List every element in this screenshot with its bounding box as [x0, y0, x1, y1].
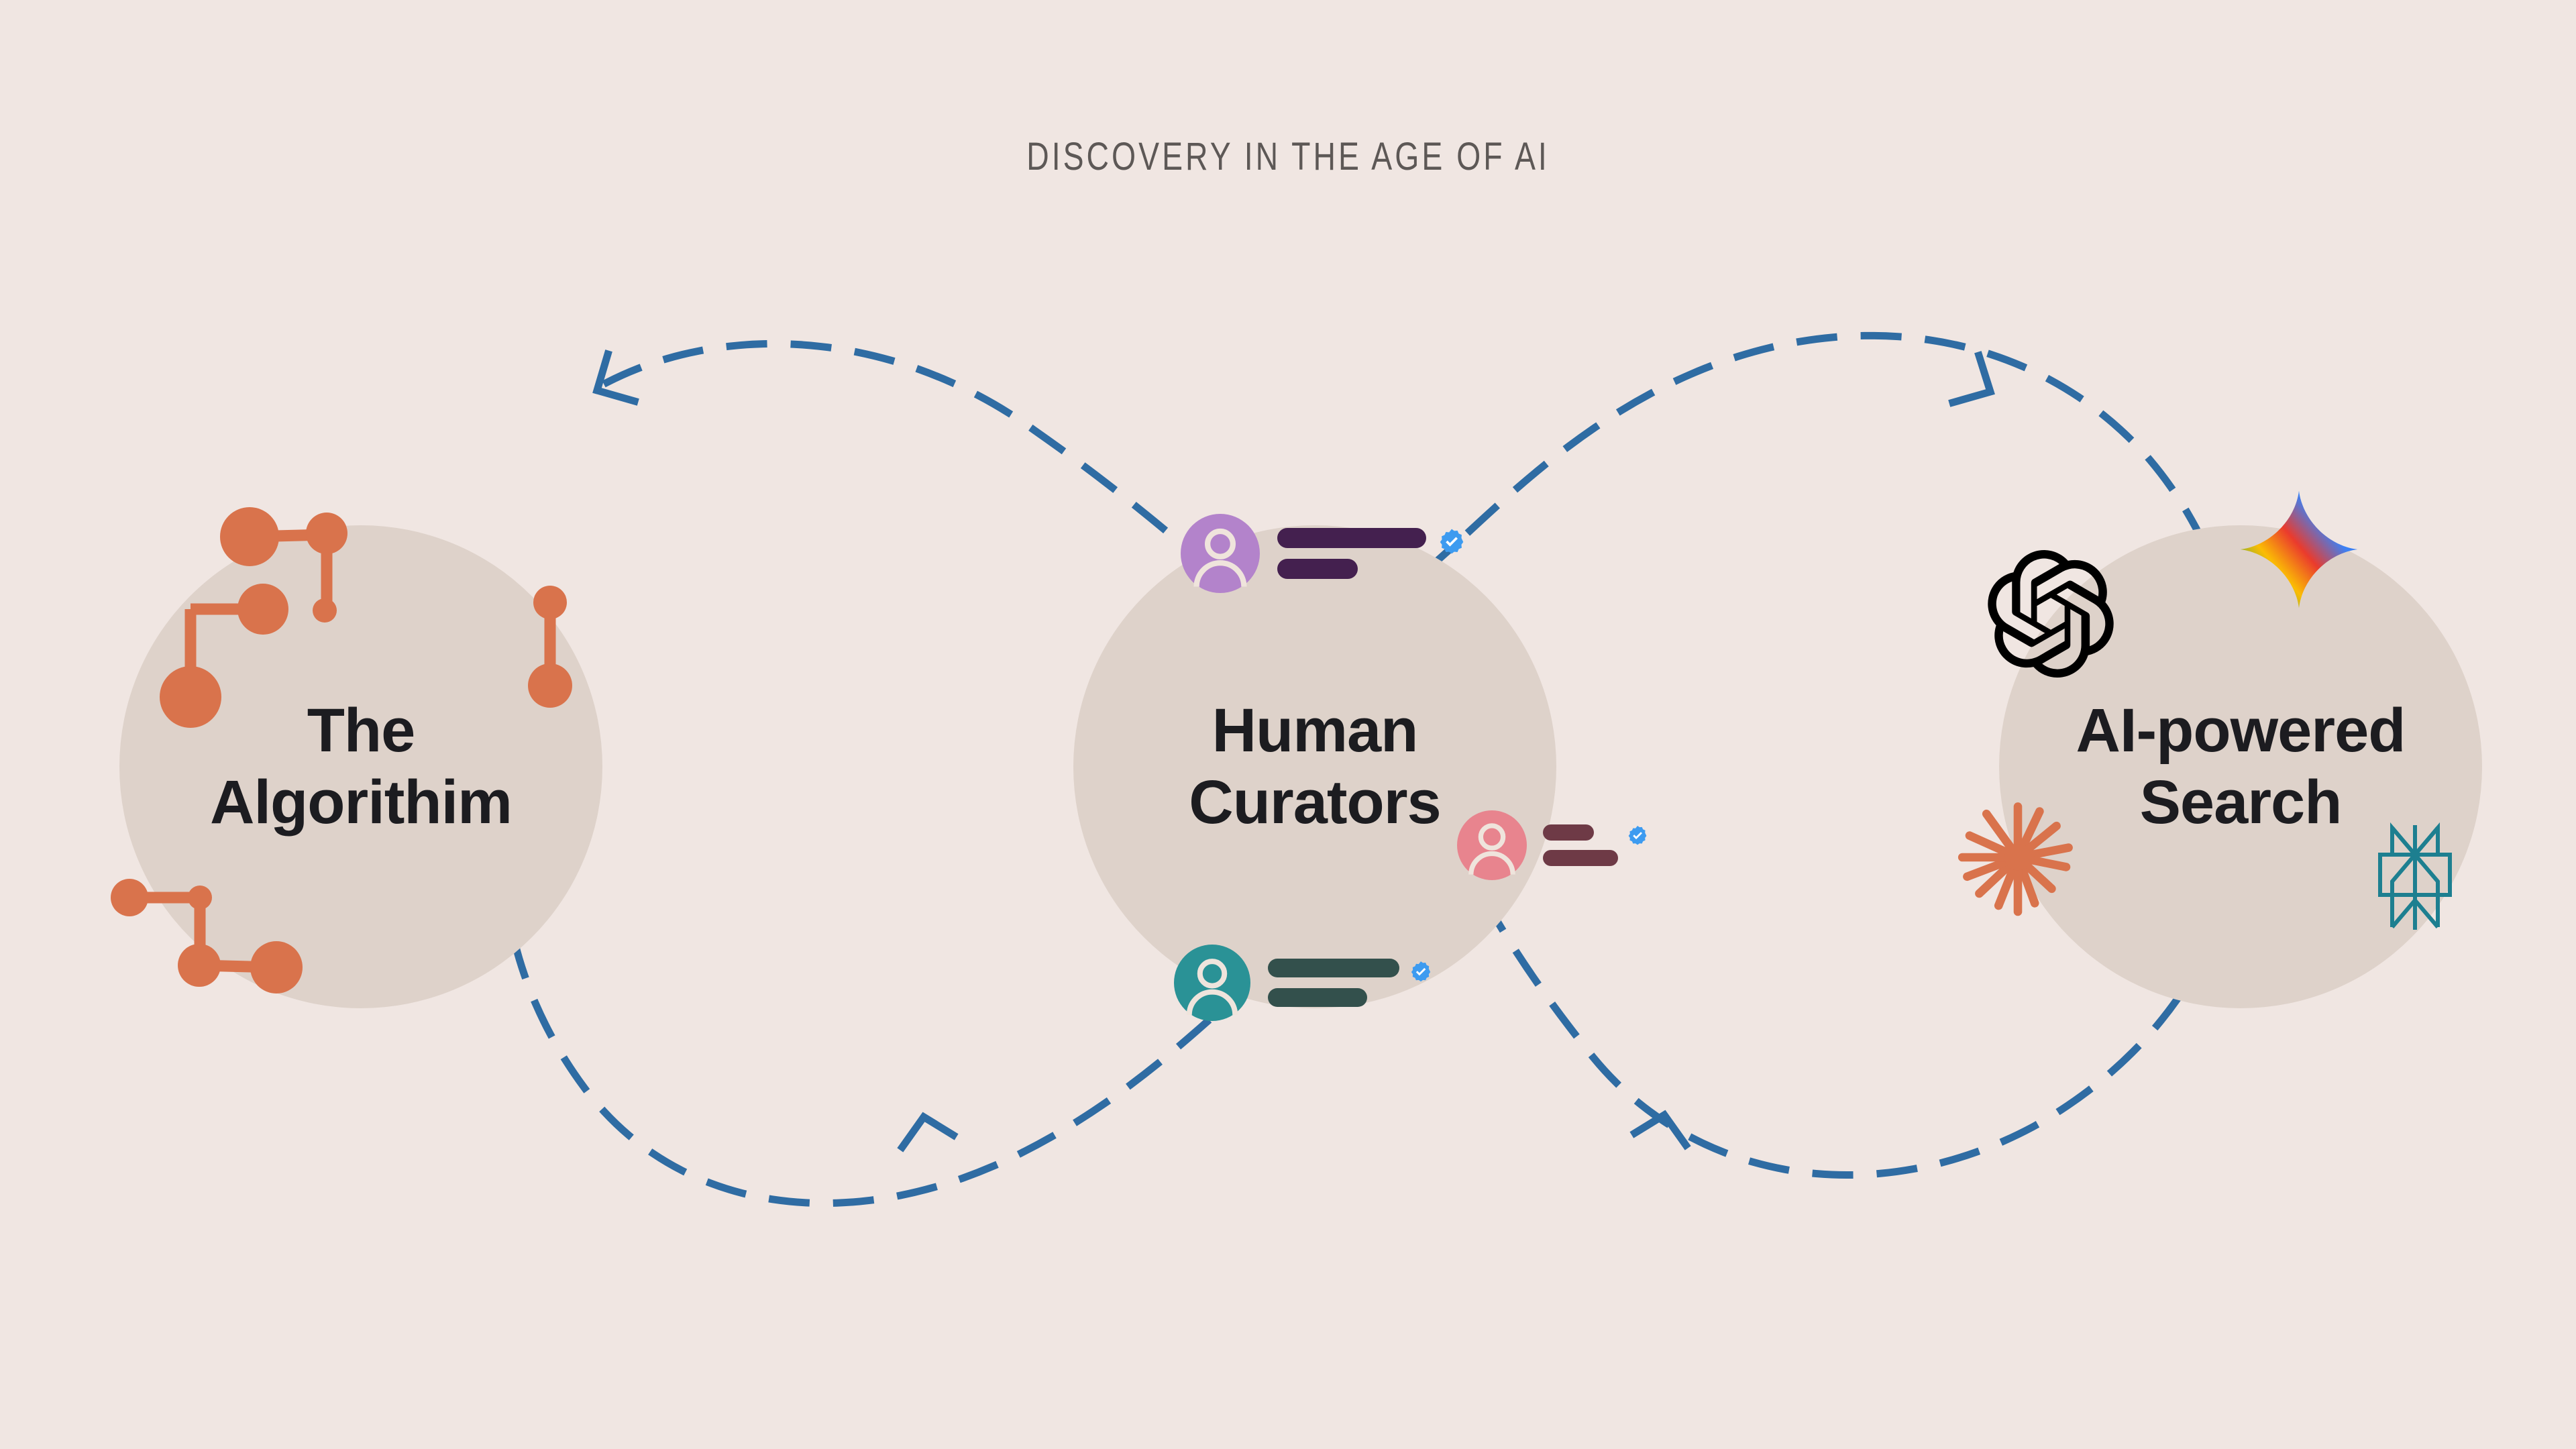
graph-node	[188, 885, 212, 910]
graph-node	[533, 586, 567, 619]
graph-node	[528, 663, 572, 708]
text-bar	[1268, 988, 1367, 1007]
starburst-icon	[1957, 802, 2073, 916]
graph-node	[111, 879, 148, 916]
text-bar	[1277, 528, 1426, 548]
graph-node	[220, 507, 279, 566]
text-bar	[1543, 824, 1594, 841]
graph-node	[306, 513, 347, 554]
gemini-sparkle-icon	[2240, 490, 2358, 608]
person-icon	[1468, 823, 1515, 875]
connector-arc-2-bottom	[1491, 877, 2235, 1179]
avatar	[1457, 810, 1527, 880]
avatar	[1181, 514, 1260, 593]
person-icon	[1186, 959, 1238, 1016]
text-bar	[1543, 850, 1618, 866]
node-ai-search[interactable]: AI-powered Search	[1999, 525, 2482, 1008]
node-curators-label: Human Curators	[1189, 696, 1441, 837]
arrowhead-3	[1948, 351, 1995, 407]
verified-badge-icon	[1411, 961, 1431, 982]
curator-chip-purple[interactable]	[1181, 514, 1466, 593]
connector-arc-2-top	[1417, 331, 2239, 642]
graph-node	[160, 666, 221, 728]
node-curators[interactable]: Human Curators	[1073, 525, 1556, 1008]
arrowhead-1	[592, 350, 639, 406]
arrowhead-2	[897, 1112, 959, 1152]
text-bar	[1268, 959, 1399, 977]
verified-badge-icon	[1628, 825, 1647, 845]
connector-arc-1-bottom	[502, 888, 1260, 1208]
text-bar	[1277, 559, 1358, 579]
graph-node	[250, 941, 303, 994]
verified-badge-icon	[1440, 529, 1464, 554]
person-icon	[1193, 528, 1247, 587]
page-title: DISCOVERY IN THE AGE OF AI	[1026, 135, 1550, 178]
node-algorithm-label: The Algorithim	[210, 696, 513, 837]
arrowhead-4	[1629, 1110, 1691, 1150]
geometric-mark-icon	[2378, 822, 2452, 930]
openai-logo-icon	[1988, 550, 2114, 678]
graph-node	[178, 944, 221, 987]
node-ai-search-label: AI-powered Search	[2076, 696, 2406, 837]
text-bars	[1543, 824, 1618, 866]
avatar	[1174, 945, 1250, 1021]
connector-arc-1-top	[602, 339, 1236, 589]
graph-node	[313, 598, 337, 623]
text-bars	[1268, 959, 1399, 1007]
text-bars	[1277, 528, 1426, 579]
graph-node	[237, 584, 288, 635]
curator-chip-teal[interactable]	[1174, 945, 1433, 1021]
curator-chip-pink[interactable]	[1457, 810, 1649, 880]
